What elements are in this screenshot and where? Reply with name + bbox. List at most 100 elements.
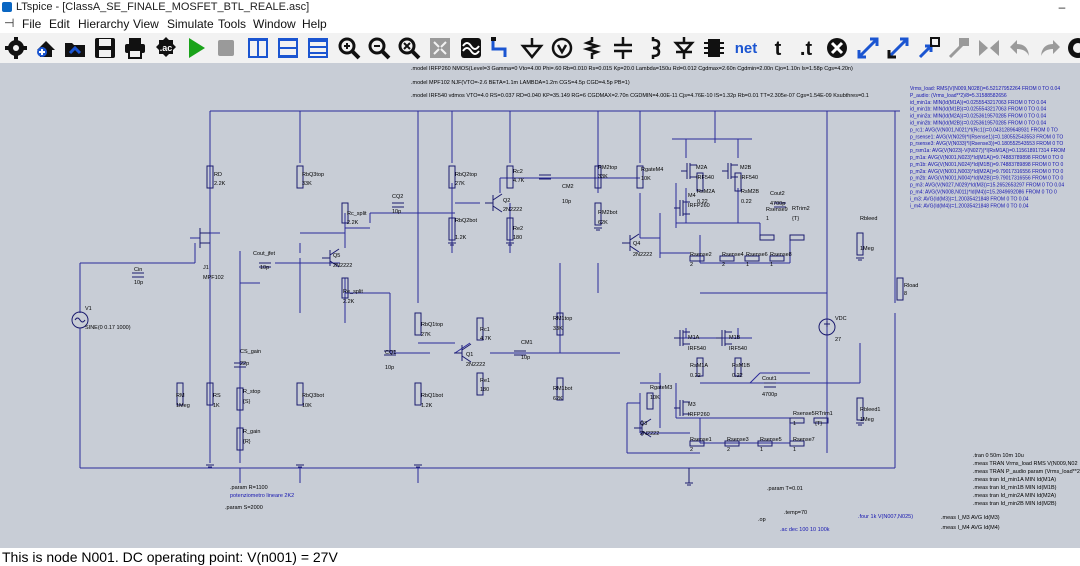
label-rgatem3-value[interactable]: 10K [650,395,660,401]
label-j1-value[interactable]: MPF102 [203,275,224,281]
capacitor-cs-gain[interactable] [234,362,246,368]
menu-window[interactable]: Window [253,17,296,31]
mirror-button[interactable] [977,36,1001,60]
label-rm1bot-value[interactable]: 62K [553,396,563,402]
capacitor-cin[interactable] [132,272,144,278]
label-rsm2a-name[interactable]: RsM2A [697,189,715,195]
move-button[interactable] [856,36,880,60]
paste-button[interactable] [947,36,971,60]
meas-line[interactable]: i_m3: AVG(Id(M3))=1.20035421848 FROM 0 T… [910,196,1029,202]
label-m3-value[interactable]: IRFP260 [688,412,710,418]
meas-i-m4[interactable]: .meas I_M4 AVG Id(M4) [941,525,1000,531]
resistor-rsense2[interactable] [689,255,705,262]
label-rtrim2-value[interactable]: {T} [792,216,799,222]
tile-vertical-button[interactable] [246,36,270,60]
label-re-split-value[interactable]: 2.2K [343,299,355,305]
ground-button[interactable] [520,36,544,60]
label-cout2-value[interactable]: 4700p [770,201,785,207]
resistor-rbq2top[interactable] [448,165,456,189]
label-rm1top-value[interactable]: 33K [553,326,563,332]
resistor-rgatem4[interactable] [636,165,644,189]
label-rtrim2-name[interactable]: RTrim2 [792,206,810,212]
label-rm2top-value[interactable]: 33K [598,174,608,180]
label-rsense7-name[interactable]: Rsense7 [793,437,815,443]
label-rm2bot-value[interactable]: 62K [598,220,608,226]
label-v1-name[interactable]: V1 [85,306,92,312]
transistor-q3[interactable] [634,418,652,438]
resistor-rsm2b[interactable] [734,172,742,192]
label-cin-value[interactable]: 10p [134,280,143,286]
resistor-rm2top[interactable] [594,165,602,189]
label-rsense8-value[interactable]: 1 [770,262,773,268]
meas-line[interactable]: p_rsense3: AVG(V(N033)*I(Rsense3))=0.180… [910,141,1063,147]
pot-comment[interactable]: potenziometro lineare 2K2 [230,493,294,499]
four-directive[interactable]: .four 1k V(N007,N025) [858,514,913,520]
resistor-rc2[interactable] [506,165,514,189]
label-rc2-value[interactable]: 4.7K [513,178,525,184]
label-q1-value[interactable]: 2N2222 [466,362,485,368]
jfet-j1[interactable] [199,228,210,248]
analysis-directive[interactable]: .meas tran Id_min2B MIN Id(M2B) [973,501,1057,507]
label-rsm2a-value[interactable]: 0.22 [697,199,708,205]
label-rsense4-value[interactable]: 2 [722,262,725,268]
label-rc1-name[interactable]: Rc1 [480,327,490,333]
transistor-q4[interactable] [622,233,640,253]
meas-line[interactable]: id_min1b: MIN(Id(M1B))=0.0255543217063 F… [910,107,1046,113]
meas-line[interactable]: p_rsense1: AVG(V(N029)*I(Rsense1))=0.180… [910,134,1063,140]
zoom-out-button[interactable] [367,36,391,60]
label-rgatem4-name[interactable]: RgateM4 [641,167,663,173]
schematic-canvas[interactable]: .model IRFP260 NMOS(Level=3 Gamma=0 Vto=… [0,63,1080,548]
menu-simulate[interactable]: Simulate [167,17,214,31]
zoom-area-button[interactable] [428,36,452,60]
resistor-rgatem3[interactable] [646,392,654,410]
open-button[interactable] [63,36,87,60]
meas-line[interactable]: p_rc1: AVG(V(N001,N021)*I(Rc1))=0.043128… [910,127,1058,133]
resistor-rsm2a[interactable] [696,172,704,192]
undo-button[interactable] [1008,36,1032,60]
label-r-gain-name[interactable]: R_gain [243,429,260,435]
label-rbq3top-name[interactable]: RbQ3top [302,172,324,178]
meas-line[interactable]: p_rsm1a: AVG(V(N023)-V(N027))*I(RsM1A))=… [910,148,1065,154]
label-cq1-name[interactable]: CQ1 [385,350,396,356]
redo-button[interactable] [1038,36,1062,60]
label-m1b-name[interactable]: M1B [729,335,741,341]
resistor-rm[interactable] [176,382,184,406]
label-rsense3-name[interactable]: Rsense3 [727,437,749,443]
label-q4-value[interactable]: 2N2222 [633,252,652,258]
resistor-rbq1bot[interactable] [414,382,422,406]
label-rsense6-value[interactable]: 1 [746,262,749,268]
print-button[interactable] [123,36,147,60]
meas-line[interactable]: p_m1a: AVG(V(N001,N023)*Id(M1A))=9.74883… [910,155,1063,161]
tile-horizontal-button[interactable] [276,36,300,60]
new-schematic-button[interactable] [34,36,58,60]
directive-irf540[interactable]: .model IRF540 vdmos VTO=4.0 RS=0.037 RD=… [411,93,869,99]
label-rsense6-name[interactable]: Rsense6 [746,252,768,258]
label-rm-name[interactable]: RM [176,393,185,399]
label-m1a-value[interactable]: IRF540 [688,346,706,352]
menu-tools[interactable]: Tools [218,17,247,31]
label-rgatem3-name[interactable]: RgateM3 [650,385,672,391]
settings-button[interactable] [4,36,28,60]
mosfet-m2a[interactable] [681,163,697,179]
draw-wire-button[interactable] [489,36,513,60]
resistor-r-stop[interactable] [236,387,244,411]
resistor-rsense4[interactable] [719,255,735,262]
resistor-rm1bot[interactable] [556,377,564,401]
run-button[interactable] [184,36,208,60]
analysis-directive[interactable]: .meas tran Id_min2A MIN Id(M2A) [973,493,1056,499]
meas-line[interactable]: P_audio: (Vrms_load**2)/8=5.31588582656 [910,93,1007,99]
resistor-button[interactable] [580,36,604,60]
label-rsense3-value[interactable]: 2 [727,447,730,453]
resistor-rsm1b[interactable] [734,357,742,377]
menu-help[interactable]: Help [302,17,327,31]
label-rbq1bot-value[interactable]: 1.2K [421,403,433,409]
label-cs-gain-name[interactable]: CS_gain [240,349,261,355]
meas-i-m3[interactable]: .meas I_M3 AVG Id(M3) [941,515,1000,521]
meas-line[interactable]: p_m2b: AVG(V(N001,N004)*Id(M2B))=9.79017… [910,176,1063,182]
label-cq2-value[interactable]: 10p [392,209,401,215]
meas-line[interactable]: i_m4: AVG(Id(M4))=1.20035421848 FROM 0 T… [910,203,1029,209]
resistor-rsense9[interactable] [759,234,775,241]
resistor-re-split[interactable] [341,277,349,299]
label-rbq1top-value[interactable]: 27K [421,332,431,338]
label-rsm1b-name[interactable]: RsM1B [732,363,750,369]
